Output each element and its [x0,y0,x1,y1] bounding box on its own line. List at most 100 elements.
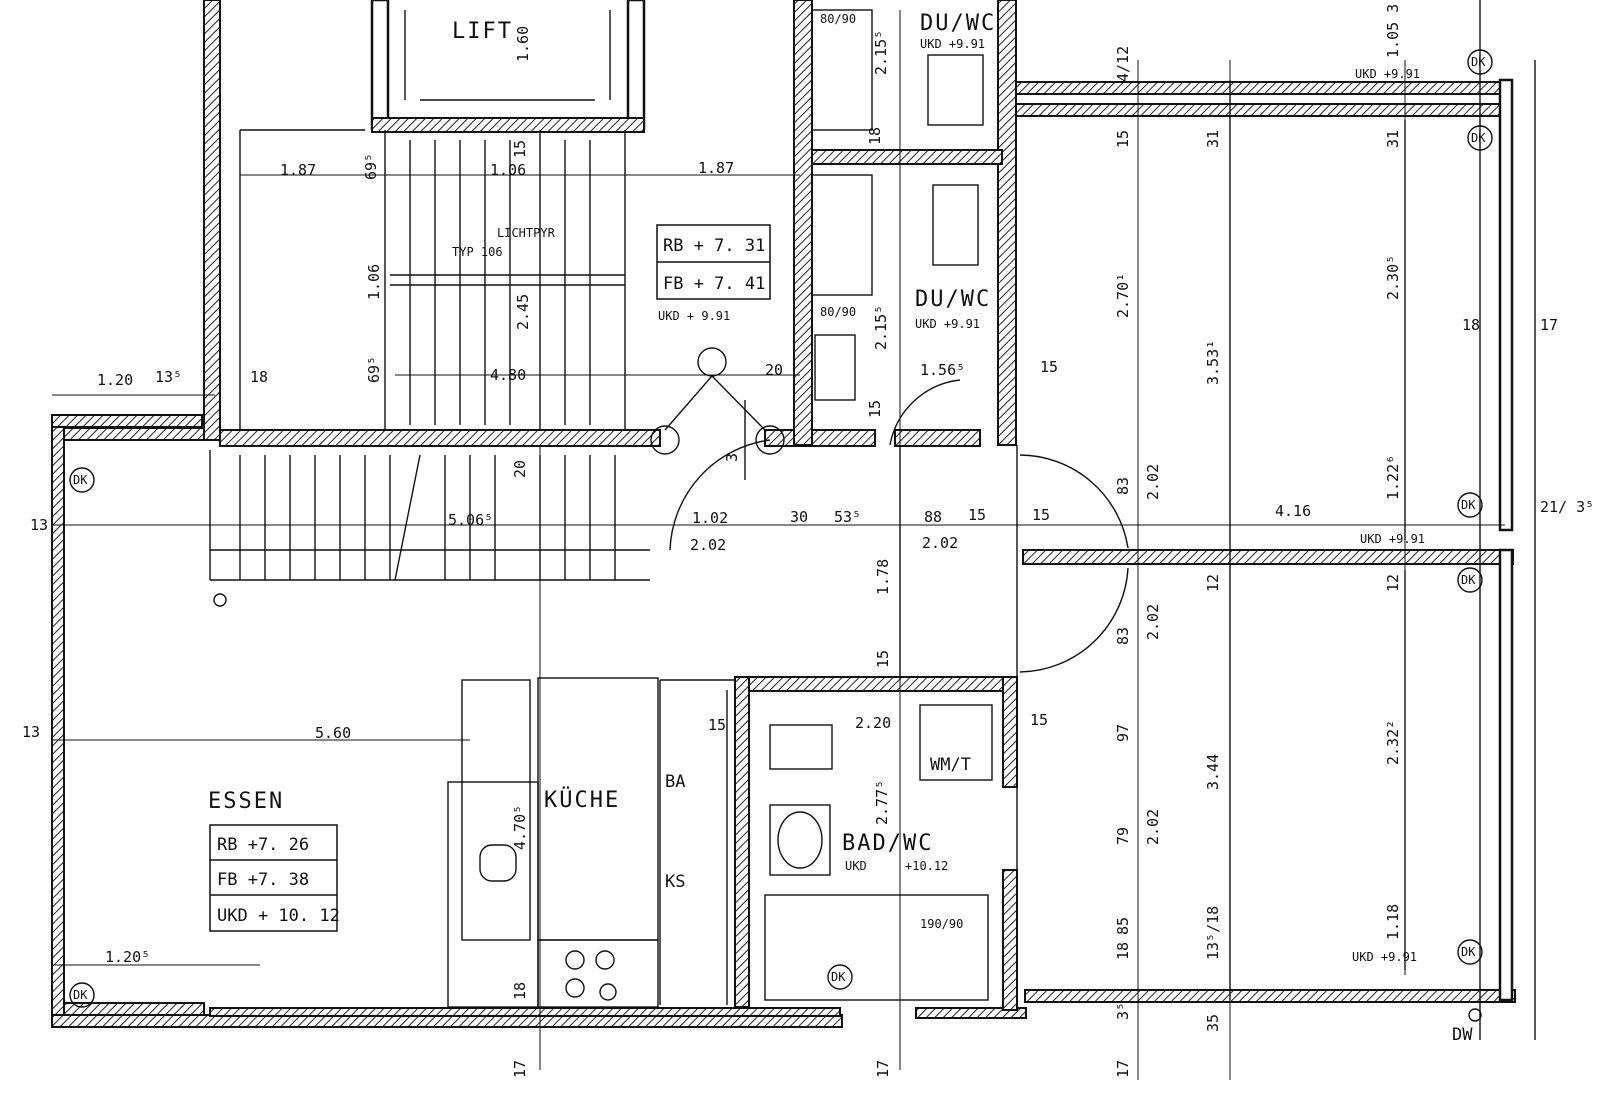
dim: 1.87 [280,161,316,179]
dim: 1.06 [365,264,383,300]
dim: 1.78 [874,559,892,595]
interior-lines [52,0,1536,1080]
dim: 18 [1114,942,1132,960]
dim: 79 [1114,827,1132,845]
dim: 3.44 [1204,754,1222,790]
dim: 13⁵ [155,368,182,386]
ks-label: KS [665,872,685,892]
dim: 20 [765,361,783,379]
room-duwc-top-label: DU/WC [920,11,996,36]
dim: 1.20⁵ [105,948,150,966]
dim: 2.02 [1144,809,1162,845]
level-box-essen: RB +7. 26 FB +7. 38 UKD + 10. 12 [209,824,340,932]
room-kueche-label: KÜCHE [544,787,620,813]
dim: 15 [1030,711,1048,729]
dim: 2.32² [1384,720,1402,765]
dim: 1.18 [1384,904,1402,940]
exterior-walls [51,0,1516,1028]
room-essen-label: ESSEN [208,789,284,814]
dim: 15 [1040,358,1058,376]
dk-marker: DK [1471,55,1486,69]
dk-marker: DK [73,988,88,1002]
dimension-labels: 1.87 69⁵ 1.06 15 1.87 1.60 1.06 2.45 69⁵… [22,4,1594,1078]
dim: 21/ 3⁵ [1540,498,1594,516]
dim: 1.06 [490,161,526,179]
dk-marker: DK [1461,573,1476,587]
dim: 31 [1204,130,1222,148]
essen-ukd: UKD + 10. 12 [217,906,340,926]
dim: 20 [511,460,529,478]
stair-ukd: UKD + 9.91 [658,309,730,323]
dim: 15 [874,650,892,668]
ukd-marker: UKD +9.91 [1360,532,1425,546]
room-badwc-label: BAD/WC [842,831,933,856]
dim: 30 [790,508,808,526]
dim: 12 [1384,574,1402,592]
dim: 13⁵/18 [1204,906,1222,960]
dk-marker: DK [1471,131,1486,145]
dim: 18 [250,368,268,386]
room-labels: LIFT DU/WC UKD +9.91 DU/WC UKD +9.91 ESS… [208,11,1473,1045]
dim: 2.30⁵ [1384,255,1402,300]
dw-label: DW [1452,1025,1473,1045]
dim: 2.15⁵ [872,305,890,350]
dim: 2.70¹ [1114,273,1132,318]
stair-rb: RB + 7. 31 [663,236,765,256]
room-lift-label: LIFT [452,19,513,44]
dim: 15 [968,506,986,524]
dim: 97 [1114,724,1132,742]
dim: 17 [511,1060,529,1078]
dim: 2.02 [1144,604,1162,640]
typ-label: TYP 106 [452,245,503,259]
dim: 18 [1462,316,1480,334]
dk-marker: DK [1461,945,1476,959]
dim: 5.06⁵ [448,511,493,529]
dim: 2.02 [690,536,726,554]
dim: 15 [866,400,884,418]
ba-label: BA [665,772,685,792]
ukd-marker: UKD +9.91 [1355,67,1420,81]
dim: 1.60 [514,26,532,62]
dk-marker: DK [73,473,88,487]
dim: 2.15⁵ [872,30,890,75]
dim: 85 [1114,917,1132,935]
dim: 18 [866,127,884,145]
dim: 4.70⁵ [511,805,529,850]
dim: 2.02 [1144,464,1162,500]
room-duwc-top-ukd: UKD +9.91 [920,37,985,51]
dim: 1.05 3 [1384,4,1402,58]
dk-marker: DK [831,970,846,984]
dim: 13 [30,516,48,534]
dim: 15 [708,716,726,734]
dim: 69⁵ [362,153,380,180]
dim: 17 [1114,1060,1132,1078]
room-wmt-label: WM/T [930,755,971,775]
ukd-markers: UKD +9.91 UKD +9.91 UKD +9.91 [1352,67,1425,964]
dim: 53⁵ [834,508,861,526]
dim: 15 [511,140,529,158]
room-badwc-ukd-value: +10.12 [905,859,948,873]
level-box-stair: RB + 7. 31 FB + 7. 41 UKD + 9.91 [656,224,771,323]
dim: 4.16 [1275,502,1311,520]
dim: 1.22⁶ [1384,455,1402,500]
dim: 31 [1384,130,1402,148]
dim: 17 [874,1060,892,1078]
dim: 2.20 [855,714,891,732]
dim: 4.80 [490,366,526,384]
dim: 83 [1114,477,1132,495]
dim: 83 [1114,627,1132,645]
dim: 15 [1114,130,1132,148]
dim: 3⁵ [1114,1002,1132,1020]
dim: 13 [22,723,40,741]
dim: 1.20 [97,371,133,389]
dim: 4/12 [1114,46,1132,82]
dk-marker: DK [1461,498,1476,512]
dim: 2.02 [922,534,958,552]
shower-top-size: 80/90 [820,12,856,26]
lichtpyr-label: LICHTPYR [497,226,556,240]
shower-mid-size: 80/90 [820,305,856,319]
essen-fb: FB +7. 38 [217,870,309,890]
essen-rb: RB +7. 26 [217,835,309,855]
stair-fb: FB + 7. 41 [663,274,765,294]
